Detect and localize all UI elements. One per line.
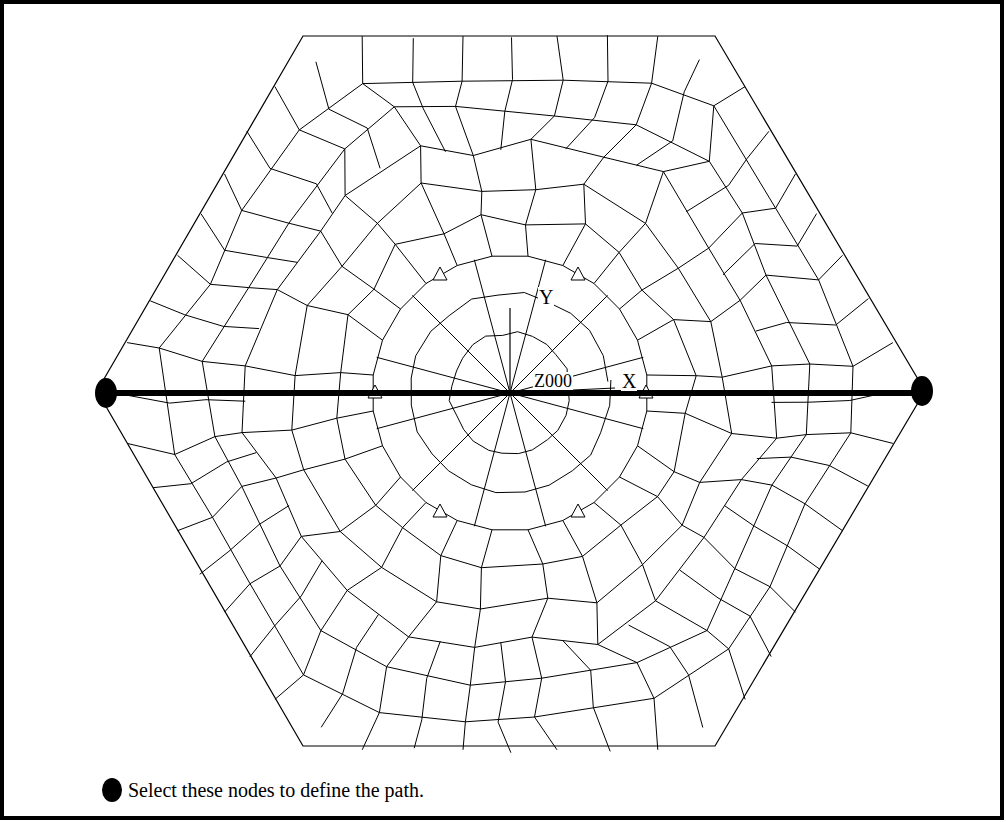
mesh-line bbox=[225, 174, 401, 309]
mesh-line bbox=[377, 357, 510, 393]
mesh-line bbox=[201, 214, 297, 262]
mesh-line bbox=[153, 453, 256, 488]
constraint-symbol bbox=[571, 267, 585, 280]
mesh-line bbox=[563, 641, 610, 752]
path-line bbox=[106, 390, 922, 396]
legend-text: Select these nodes to define the path. bbox=[128, 779, 424, 802]
axis-label: X bbox=[621, 371, 637, 391]
mesh-line bbox=[316, 62, 380, 169]
constraint-symbol bbox=[433, 504, 447, 517]
mesh-line bbox=[638, 255, 843, 340]
mesh-line bbox=[412, 393, 510, 491]
mesh-line bbox=[510, 295, 608, 393]
mesh-line bbox=[200, 506, 289, 575]
mesh-line bbox=[225, 477, 401, 612]
mesh-line bbox=[178, 446, 383, 531]
legend: Select these nodes to define the path. bbox=[102, 778, 424, 802]
mesh-line bbox=[159, 80, 853, 722]
mesh-line bbox=[250, 561, 322, 657]
mesh-line bbox=[412, 295, 510, 393]
constraint-symbol bbox=[571, 504, 585, 517]
mesh-line bbox=[725, 506, 820, 569]
mesh-line bbox=[510, 393, 546, 526]
mesh-line bbox=[638, 446, 843, 531]
mesh-line bbox=[647, 411, 893, 443]
legend-dot bbox=[102, 778, 122, 802]
mesh-line bbox=[510, 393, 643, 429]
mesh-line bbox=[413, 38, 446, 152]
mesh-line bbox=[637, 60, 700, 166]
mesh-line bbox=[686, 131, 769, 211]
mesh-line bbox=[321, 614, 378, 727]
mesh-line bbox=[414, 641, 440, 748]
mesh-line bbox=[456, 36, 493, 256]
mesh-line bbox=[127, 411, 373, 455]
mesh-line bbox=[723, 214, 817, 275]
mesh-line bbox=[620, 174, 796, 309]
constraint-symbol bbox=[433, 267, 447, 280]
mesh-line bbox=[757, 457, 868, 486]
mesh-line bbox=[756, 299, 869, 332]
mesh-line bbox=[563, 521, 658, 750]
path-node bbox=[911, 376, 933, 406]
mesh-line bbox=[178, 255, 383, 340]
mesh-line bbox=[474, 393, 510, 526]
mesh-line bbox=[377, 393, 510, 429]
mesh-line bbox=[275, 503, 426, 700]
mesh-line bbox=[463, 530, 492, 750]
mesh-line bbox=[510, 357, 643, 393]
mesh-line bbox=[528, 530, 557, 750]
path-node bbox=[95, 378, 117, 408]
hexagon-boundary bbox=[97, 36, 925, 746]
mesh-line bbox=[498, 643, 511, 753]
mesh-line bbox=[275, 87, 426, 284]
mesh-line bbox=[474, 260, 510, 393]
mesh-line bbox=[563, 36, 658, 265]
mesh-line bbox=[247, 131, 332, 213]
mesh-line bbox=[501, 37, 513, 150]
axis-label: Y bbox=[538, 287, 554, 307]
mesh-line bbox=[680, 570, 771, 657]
mesh-line bbox=[629, 625, 703, 727]
mesh-line bbox=[362, 521, 457, 750]
node-label: Z000 bbox=[533, 372, 573, 390]
mesh-line bbox=[150, 301, 259, 329]
mesh-line bbox=[127, 343, 373, 376]
mesh-line bbox=[128, 395, 246, 403]
mesh-line bbox=[647, 343, 893, 378]
mesh-line bbox=[510, 393, 608, 491]
mesh-line bbox=[526, 36, 564, 256]
mesh-line bbox=[566, 35, 608, 149]
mesh-line bbox=[620, 477, 796, 612]
y-axis bbox=[509, 308, 510, 393]
mesh-line bbox=[362, 36, 457, 265]
mesh-line bbox=[594, 87, 745, 284]
